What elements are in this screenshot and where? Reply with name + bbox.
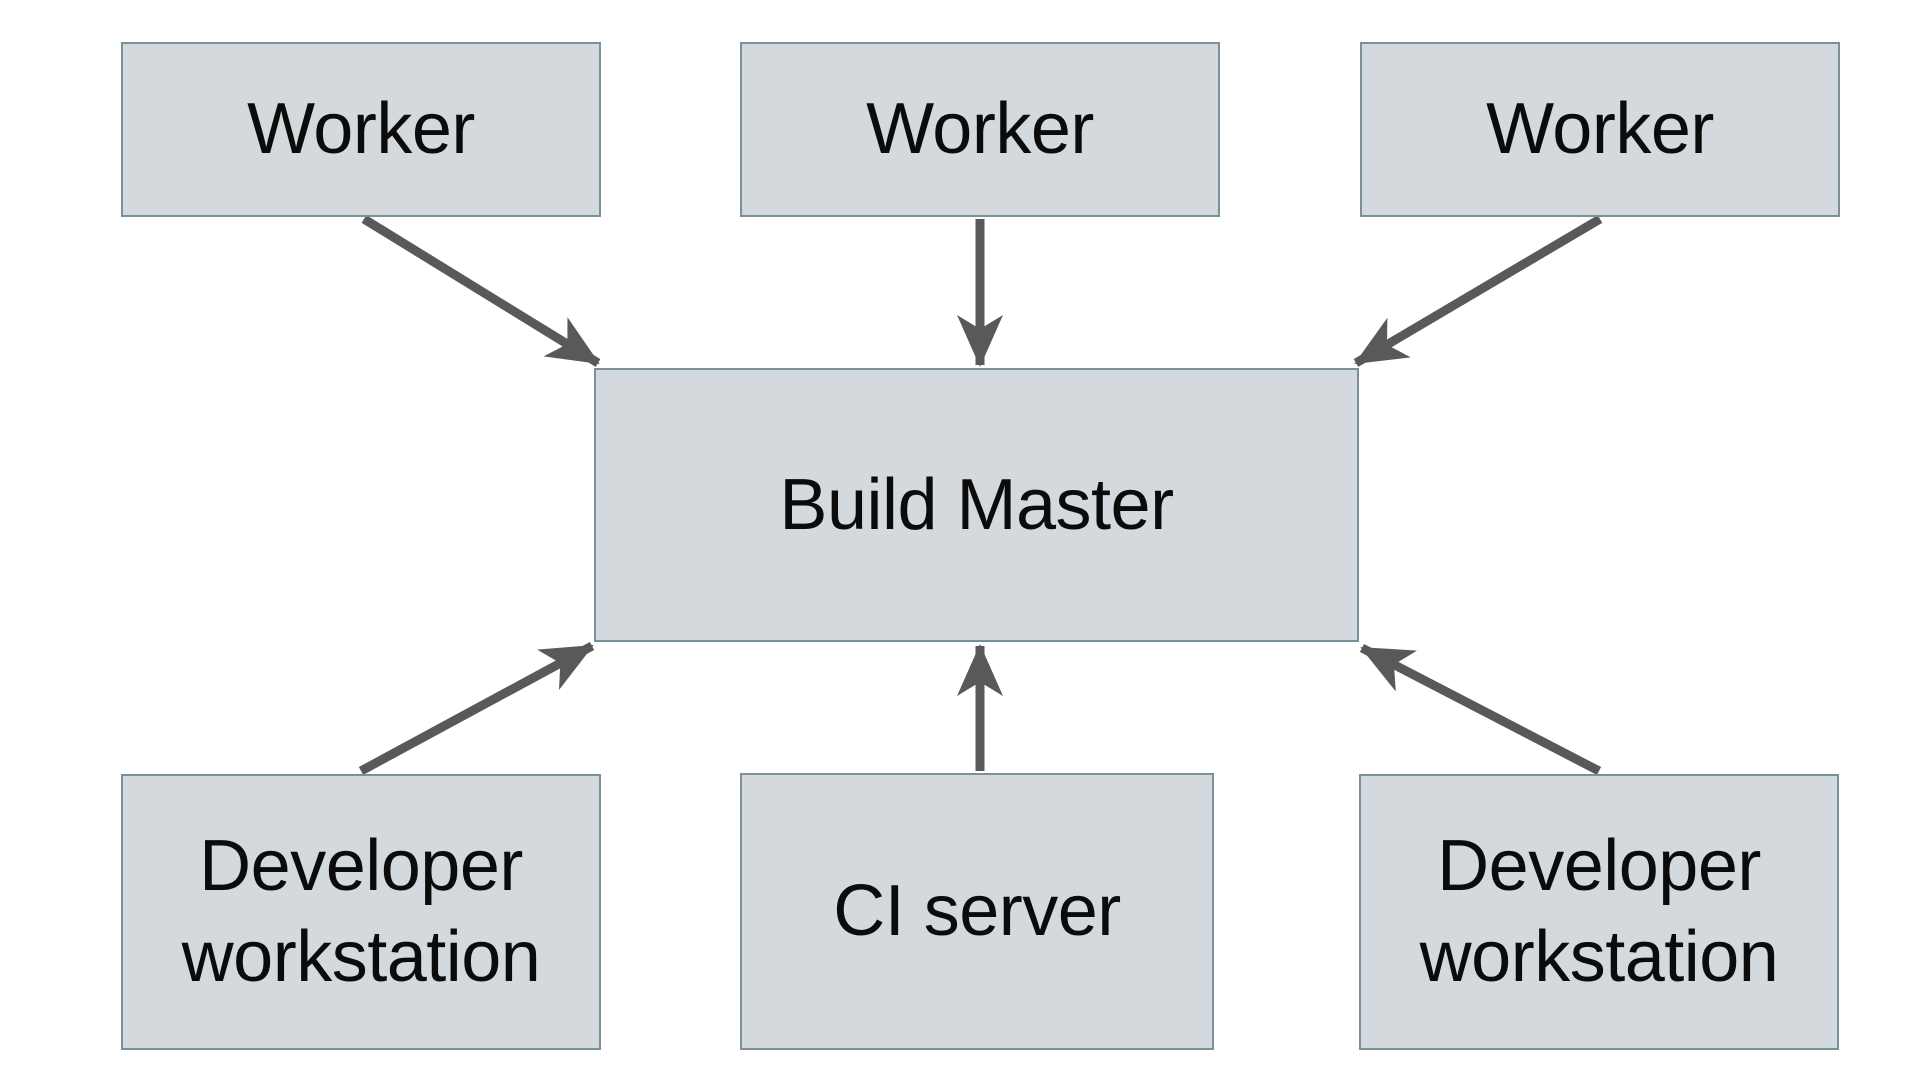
edge-developer-workstation-left-to-build-master — [358, 642, 595, 775]
node-worker-middle-label: Worker — [866, 89, 1094, 170]
node-worker-left-label: Worker — [247, 89, 475, 170]
node-developer-workstation-right-label: Developer workstation — [1419, 826, 1779, 997]
node-ci-server-label: CI server — [833, 871, 1121, 952]
node-build-master: Build Master — [594, 368, 1359, 642]
node-ci-server: CI server — [740, 773, 1214, 1050]
edge-worker-left-to-build-master — [361, 215, 601, 367]
node-developer-workstation-right: Developer workstation — [1359, 774, 1839, 1050]
node-worker-middle: Worker — [740, 42, 1220, 217]
node-worker-left: Worker — [121, 42, 601, 217]
node-build-master-label: Build Master — [779, 464, 1174, 545]
node-developer-workstation-left: Developer workstation — [121, 774, 601, 1050]
node-worker-right: Worker — [1360, 42, 1840, 217]
edge-developer-workstation-right-to-build-master — [1359, 644, 1602, 775]
node-worker-right-label: Worker — [1486, 89, 1714, 170]
edge-worker-right-to-build-master — [1353, 215, 1603, 367]
node-developer-workstation-left-label: Developer workstation — [181, 826, 541, 997]
